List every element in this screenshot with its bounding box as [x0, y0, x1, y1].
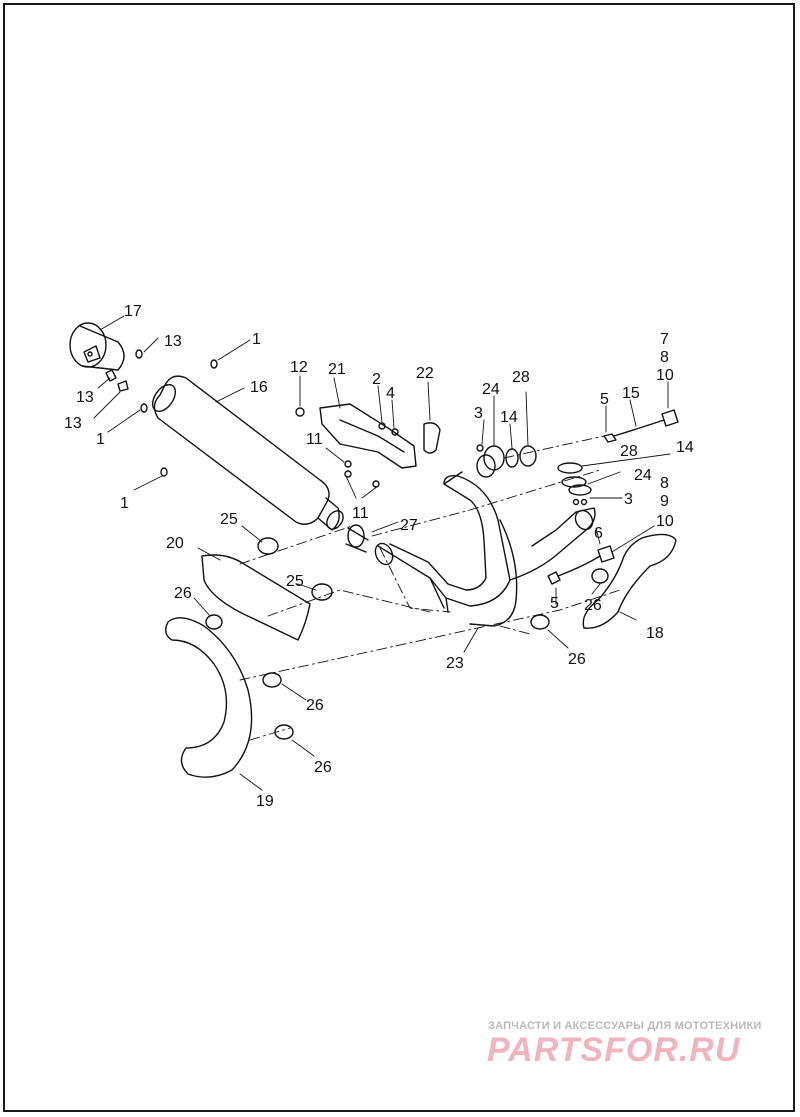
callout-27: 27 [400, 517, 418, 534]
callout-labels: 17 13 13 13 1 1 16 1 12 21 2 4 22 11 11 … [64, 303, 694, 810]
callout-2: 2 [372, 371, 381, 388]
oxygen-sensor-parts [547, 409, 679, 585]
callout-21: 21 [328, 361, 346, 378]
callout-26c: 26 [568, 651, 586, 668]
callout-24a: 24 [482, 381, 500, 398]
callout-26d: 26 [306, 697, 324, 714]
callout-10a: 10 [656, 367, 674, 384]
clamp-27-part [345, 524, 369, 553]
callout-11a: 11 [306, 431, 323, 448]
callout-28b: 28 [620, 443, 638, 460]
callout-22: 22 [416, 365, 434, 382]
callout-1c: 1 [120, 495, 129, 512]
callout-12: 12 [290, 359, 308, 376]
callout-18: 18 [646, 625, 664, 642]
callout-26a: 26 [174, 585, 192, 602]
callout-11b: 11 [352, 505, 369, 522]
gasket-parts [476, 444, 592, 506]
callout-24b: 24 [634, 467, 652, 484]
callout-8b: 8 [660, 475, 669, 492]
callout-8a: 8 [660, 349, 669, 366]
callout-13a: 13 [164, 333, 182, 350]
callout-5a: 5 [600, 391, 609, 408]
callout-10b: 10 [656, 513, 674, 530]
watermark-logo: PARTSFOR.RU [487, 1031, 741, 1069]
callout-1b: 1 [252, 331, 261, 348]
callout-28a: 28 [512, 369, 530, 386]
callout-1a: 1 [96, 431, 105, 448]
callout-3a: 3 [474, 405, 483, 422]
end-cap-part [69, 322, 125, 371]
muffler-part [151, 375, 344, 531]
callout-3b: 3 [624, 491, 633, 508]
callout-17: 17 [124, 303, 142, 320]
callout-6: 6 [594, 525, 603, 542]
leader-lines [93, 315, 671, 791]
callout-16: 16 [250, 379, 268, 396]
header-pipe-part [374, 454, 596, 627]
page-border [3, 3, 795, 1112]
callout-5b: 5 [550, 595, 559, 612]
callout-15: 15 [622, 385, 640, 402]
callout-20: 20 [166, 535, 184, 552]
callout-9: 9 [660, 493, 669, 510]
callout-26b: 26 [584, 597, 602, 614]
callout-25a: 25 [220, 511, 238, 528]
assembly-guide-lines [239, 435, 621, 741]
callout-19: 19 [256, 793, 274, 810]
callout-26e: 26 [314, 759, 332, 776]
callout-14b: 14 [676, 439, 694, 456]
callout-13b: 13 [76, 389, 94, 406]
watermark-tagline: ЗАПЧАСТИ И АКСЕССУАРЫ ДЛЯ МОТОТЕХНИКИ [488, 1020, 762, 1032]
band-clamp-parts [205, 537, 609, 740]
callout-7: 7 [660, 331, 669, 348]
mounting-bracket-part [295, 403, 441, 488]
callout-4: 4 [386, 385, 395, 402]
callout-23: 23 [446, 655, 464, 672]
heat-shield-parts [165, 533, 677, 778]
fastener-parts [105, 349, 218, 477]
callout-13c: 13 [64, 415, 82, 432]
callout-14a: 14 [500, 409, 518, 426]
callout-25b: 25 [286, 573, 304, 590]
